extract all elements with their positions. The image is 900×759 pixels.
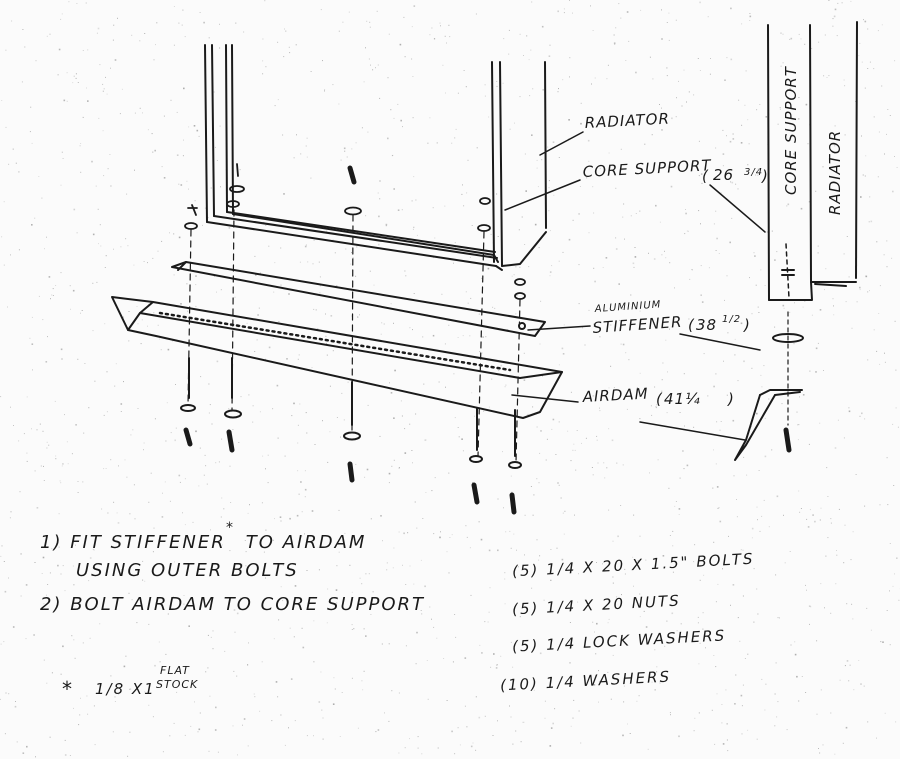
parts-qty: (5): [511, 560, 540, 581]
paren-open-2: (: [688, 316, 695, 334]
parts-qty: (5): [511, 599, 540, 619]
instruction-step-2: 2) BOLT AIRDAM TO CORE SUPPORT: [40, 594, 425, 615]
side-core-support-label: CORE SUPPORT: [782, 65, 800, 195]
lower-hardware: [180, 357, 522, 515]
aluminium-stiffener: [171, 261, 546, 337]
upper-hardware: [184, 163, 526, 300]
radiator-frame: [204, 44, 547, 271]
leader-lines: [504, 131, 766, 441]
stiffener-dimension-fraction: 1/2: [722, 314, 741, 325]
stiffener-asterisk: *: [226, 520, 233, 536]
step-1-text-b: TO AIRDAM: [245, 532, 367, 553]
side-radiator-label: RADIATOR: [826, 130, 844, 215]
stiffener-label: STIFFENER: [592, 313, 683, 337]
instruction-step-1-line-2: USING OUTER BOLTS: [76, 560, 299, 581]
stiffener-dimension: 38: [696, 316, 717, 334]
core-support-dimension-fraction: 3/4: [744, 167, 763, 178]
footnote-size: 1/8 X1: [95, 680, 156, 698]
side-section-view: [734, 21, 858, 461]
footnote-flat: FLAT: [160, 664, 190, 677]
paren-close-1: ): [761, 167, 769, 185]
paren-open-1: (: [702, 167, 709, 185]
parts-qty: (5): [511, 636, 540, 656]
step-1-text-a: 1) FIT STIFFENER: [40, 532, 226, 553]
footnote-stock: STOCK: [156, 678, 199, 691]
paren-close-2: ): [743, 316, 751, 334]
instruction-step-1: 1) FIT STIFFENER TO AIRDAM: [40, 532, 366, 553]
aluminium-label: ALUMINIUM: [593, 299, 661, 315]
paren-close-3: ): [727, 390, 735, 408]
parts-qty: (10): [499, 674, 540, 695]
airdam-label: AIRDAM: [581, 385, 649, 406]
core-support-label: CORE SUPPORT: [582, 156, 713, 181]
radiator-label: RADIATOR: [584, 110, 670, 132]
core-support-dimension: 26: [713, 166, 734, 184]
footnote-asterisk: *: [62, 677, 72, 701]
airdam-dimension: 41¼: [664, 390, 701, 408]
airdam-part: [111, 296, 563, 419]
paren-open-3: (: [656, 390, 663, 408]
